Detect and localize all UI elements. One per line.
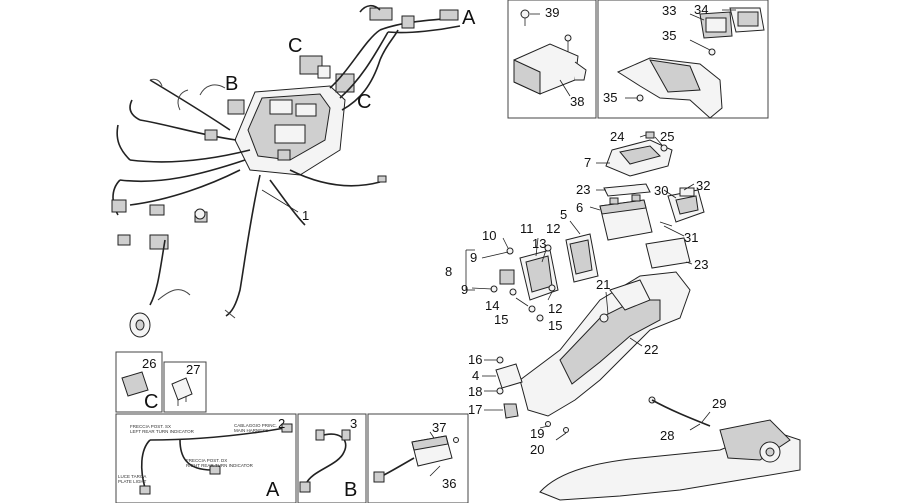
callout-label: 12 bbox=[548, 301, 562, 316]
callout-label: 36 bbox=[442, 476, 456, 491]
callout-label: 26 bbox=[142, 356, 156, 371]
callout-label: 22 bbox=[644, 342, 658, 357]
callout-label: 17 bbox=[468, 402, 482, 417]
group-letter-b: B bbox=[225, 73, 238, 95]
callout-label: 10 bbox=[482, 228, 496, 243]
callout-label: 38 bbox=[570, 94, 584, 109]
callout-label: 4 bbox=[472, 368, 479, 383]
callout-label: 13 bbox=[532, 236, 546, 251]
callout-label: 11 bbox=[520, 221, 534, 236]
callout-label: 35 bbox=[662, 28, 676, 43]
callout-label: 23 bbox=[576, 182, 590, 197]
inset-harness-b: 3 B bbox=[297, 413, 367, 503]
swingarm-sensor-assembly: 29 28 bbox=[539, 396, 801, 501]
group-letter-a: A bbox=[266, 479, 280, 501]
callout-label: 21 bbox=[596, 277, 610, 292]
callout-label: 14 bbox=[485, 298, 499, 313]
inset-module: 37 36 bbox=[367, 413, 469, 503]
callout-label: 35 bbox=[603, 90, 617, 105]
callout-label: 12 bbox=[546, 221, 560, 236]
battery-and-ecu-assembly: 24 25 7 23 6 5 30 32 31 23 bbox=[445, 129, 710, 457]
harness-tag: PLATE LIGHT bbox=[118, 479, 147, 484]
callout-label: 6 bbox=[576, 200, 583, 215]
callout-label: 5 bbox=[560, 207, 567, 222]
callout-label: 8 bbox=[445, 264, 452, 279]
callout-label: 9 bbox=[470, 250, 477, 265]
group-letter-c: C bbox=[144, 391, 158, 413]
callout-label: 28 bbox=[660, 428, 674, 443]
harness-tag: RIGHT REAR TURN INDICATOR bbox=[186, 463, 254, 468]
group-letter-a: A bbox=[462, 7, 476, 29]
callout-label: 23 bbox=[694, 257, 708, 272]
group-letter-b: B bbox=[344, 479, 357, 501]
callout-label: 33 bbox=[662, 3, 676, 18]
callout-label: 30 bbox=[654, 183, 668, 198]
callout-label: 1 bbox=[302, 208, 309, 223]
harness-tag: CABLAGGIO PRINC. bbox=[234, 423, 277, 428]
callout-label: 31 bbox=[684, 230, 698, 245]
callout-label: 16 bbox=[468, 352, 482, 367]
callout-label: 20 bbox=[530, 442, 544, 457]
harness-tag: LUCE TARGA bbox=[118, 474, 146, 479]
callout-label: 15 bbox=[494, 312, 508, 327]
callout-label: 2 bbox=[278, 416, 285, 431]
callout-label: 37 bbox=[432, 420, 446, 435]
main-wiring-harness: A C B C 1 bbox=[111, 4, 476, 338]
callout-label: 7 bbox=[584, 155, 591, 170]
harness-tag: FRECCIA POST. DX bbox=[186, 458, 227, 463]
callout-label: 27 bbox=[186, 362, 200, 377]
inset-fuse: 27 bbox=[163, 361, 207, 413]
callout-label: 34 bbox=[694, 2, 708, 17]
inset-relay-c: 26 C bbox=[115, 351, 163, 413]
callout-label: 29 bbox=[712, 396, 726, 411]
callout-label: 24 bbox=[610, 129, 624, 144]
inset-regulator-mount: 33 34 35 35 bbox=[597, 0, 769, 119]
harness-tag: LEFT REAR TURN INDICATOR bbox=[130, 429, 195, 434]
callout-label: 18 bbox=[468, 384, 482, 399]
callout-label: 3 bbox=[350, 416, 357, 431]
harness-tag: FRECCIA POST. SX bbox=[130, 424, 171, 429]
inset-control-unit: 39 38 bbox=[507, 0, 597, 119]
inset-rear-harness-a: FRECCIA POST. SX LEFT REAR TURN INDICATO… bbox=[115, 413, 297, 503]
callout-label: 32 bbox=[696, 178, 710, 193]
callout-label: 15 bbox=[548, 318, 562, 333]
callout-label: 19 bbox=[530, 426, 544, 441]
callout-label: 39 bbox=[545, 5, 559, 20]
callout-label: 9 bbox=[461, 282, 468, 297]
harness-tag: MAIN HARNESS bbox=[234, 428, 268, 433]
callout-label: 25 bbox=[660, 129, 674, 144]
group-letter-c: C bbox=[288, 35, 302, 57]
group-letter-c: C bbox=[357, 91, 371, 113]
